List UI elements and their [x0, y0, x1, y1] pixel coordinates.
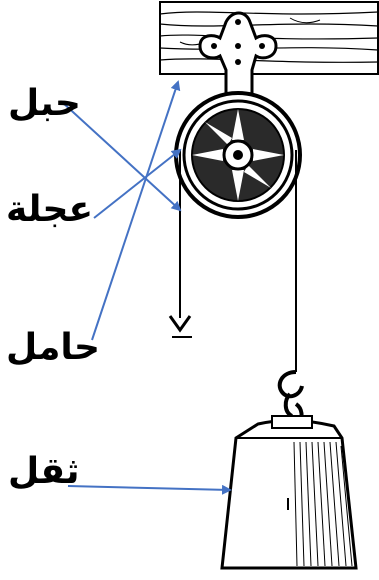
- label-arrows: [61, 80, 232, 495]
- holder-bracket: [198, 11, 278, 152]
- label-weight: ثقل: [8, 451, 80, 492]
- weight-arrow: [67, 484, 232, 495]
- rope-end-arrow: [168, 315, 192, 338]
- pulley-wheel: [174, 91, 302, 219]
- wheel-arrow: [93, 148, 182, 219]
- label-holder: حامل: [6, 327, 100, 368]
- label-rope: حبل: [8, 83, 81, 124]
- rope: [179, 150, 297, 372]
- weight: [220, 415, 358, 570]
- label-wheel: عجلة: [6, 189, 94, 230]
- holder-arrow: [91, 80, 181, 341]
- rope-arrow: [61, 101, 182, 212]
